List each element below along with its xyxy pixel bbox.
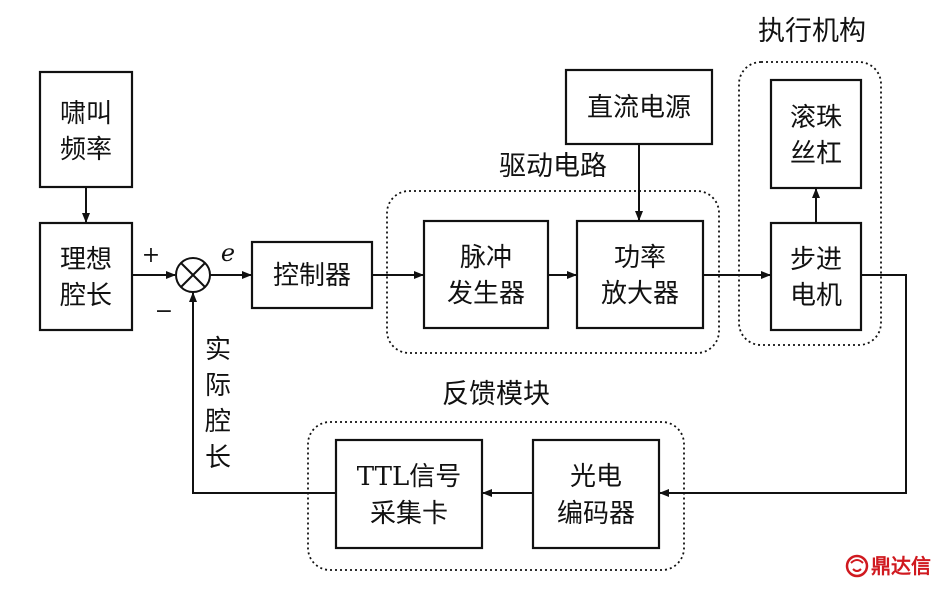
stepper-motor-block: 步进 电机 — [769, 221, 863, 332]
ball-screw-line-2: 丝杠 — [790, 139, 842, 169]
actual-length-char-4: 长 — [205, 443, 231, 473]
power-amplifier-line-1: 功率 — [614, 243, 666, 273]
watermark-logo: 鼎达信 — [845, 554, 931, 578]
actual-length-char-3: 腔 — [205, 407, 231, 437]
ttl-acquisition-card-block: TTL信号 采集卡 — [334, 438, 484, 550]
actual-cavity-length-label: 实 际 腔 长 — [205, 335, 231, 473]
minus-sign: − — [155, 299, 173, 324]
error-signal-label: e — [221, 239, 235, 267]
photoelectric-encoder-block: 光电 编码器 — [531, 438, 661, 550]
dc-power-label: 直流电源 — [587, 93, 691, 123]
encoder-line-1: 光电 — [570, 462, 622, 492]
feedback-group-title: 反馈模块 — [442, 379, 550, 410]
chirp-frequency-block: 啸叫 频率 — [38, 70, 134, 189]
actuator-group — [738, 61, 882, 346]
pulse-generator-line-2: 发生器 — [447, 279, 525, 309]
feedback-group — [307, 421, 685, 571]
ideal-length-line-2: 腔长 — [60, 281, 112, 311]
driver-group-title: 驱动电路 — [499, 151, 607, 182]
driver-circuit-group — [386, 190, 720, 354]
ideal-length-line-1: 理想 — [60, 245, 112, 275]
dc-power-block: 直流电源 — [564, 68, 714, 146]
stepper-motor-line-2: 电机 — [790, 281, 842, 311]
actual-length-char-2: 际 — [205, 371, 231, 401]
controller-label: 控制器 — [273, 261, 351, 291]
actuator-group-title: 执行机构 — [758, 16, 866, 47]
watermark-badge-icon — [845, 554, 869, 578]
ball-screw-block: 滚珠 丝杠 — [769, 78, 863, 190]
arrow-stepper-to-encoder — [659, 274, 907, 497]
stepper-motor-line-1: 步进 — [790, 245, 842, 275]
chirp-frequency-line-2: 频率 — [60, 135, 112, 165]
summing-junction — [175, 257, 211, 293]
power-amplifier-block: 功率 放大器 — [575, 219, 705, 330]
pulse-generator-line-1: 脉冲 — [460, 243, 512, 273]
pulse-generator-block: 脉冲 发生器 — [422, 219, 550, 330]
watermark-text: 鼎达信 — [871, 554, 931, 578]
ttl-card-line-1: TTL信号 — [357, 462, 461, 492]
actual-length-char-1: 实 — [205, 335, 231, 365]
arrow-ttl-to-sum — [189, 292, 336, 494]
ideal-cavity-length-block: 理想 腔长 — [38, 221, 134, 332]
ball-screw-line-1: 滚珠 — [790, 103, 842, 133]
power-amplifier-line-2: 放大器 — [601, 279, 679, 309]
controller-block: 控制器 — [250, 240, 374, 310]
plus-sign: + — [142, 243, 160, 268]
chirp-frequency-line-1: 啸叫 — [60, 99, 112, 129]
encoder-line-2: 编码器 — [557, 499, 635, 529]
ttl-card-line-2: 采集卡 — [370, 499, 448, 529]
